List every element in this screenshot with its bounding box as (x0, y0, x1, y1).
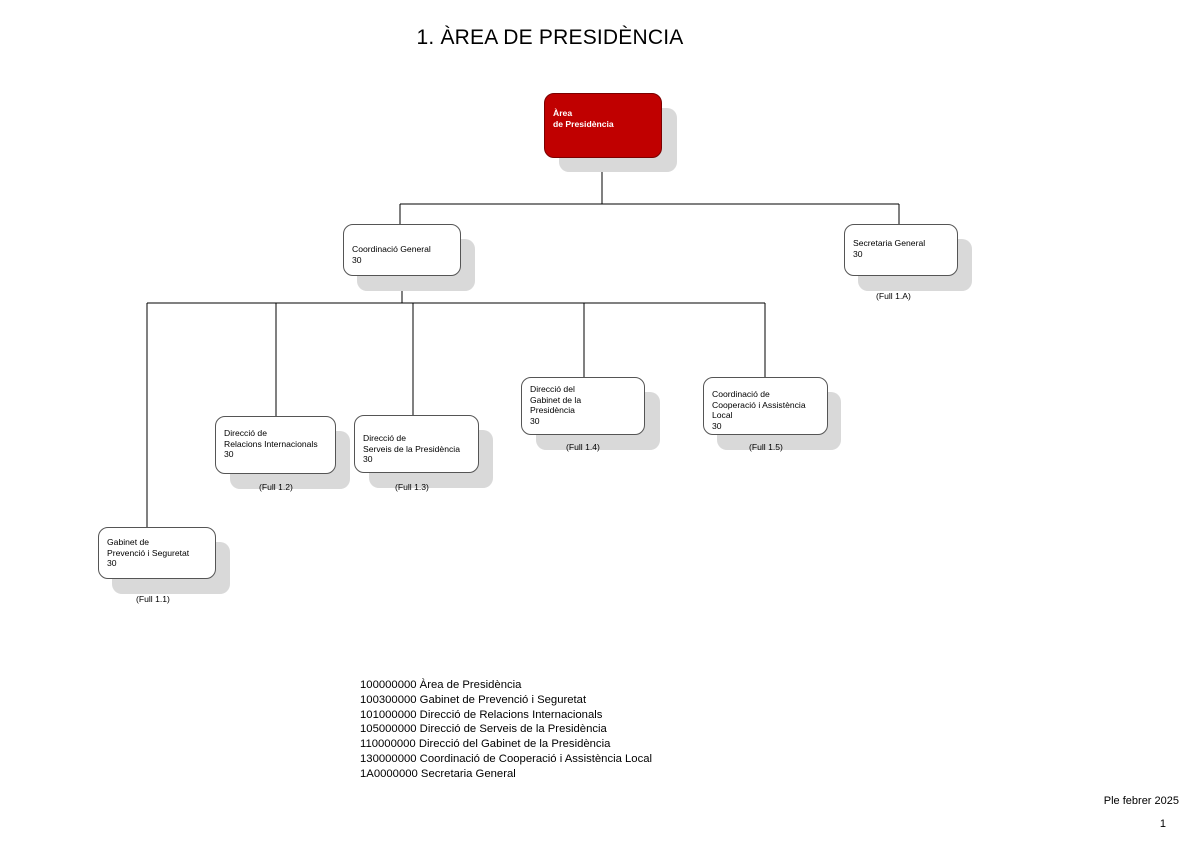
node-name: Secretaria General (853, 238, 926, 248)
node-gabinet-prevencio[interactable]: Gabinet de Prevenció i Seguretat 30 (98, 527, 216, 579)
sheet-reference: (Full 1.1) (136, 594, 170, 604)
sheet-reference: (Full 1.3) (395, 482, 429, 492)
node-name: Direcció del Gabinet de la Presidència (530, 384, 582, 416)
node-name: Àrea de Presidència (553, 108, 614, 129)
node-serveis-presidencia[interactable]: Direcció de Serveis de la Presidència 30 (354, 415, 479, 473)
sheet-reference: (Full 1.A) (876, 291, 911, 301)
node-name: Coordinació de Cooperació i Assistència … (712, 389, 806, 421)
legend-item: 1A0000000 Secretaria General (360, 767, 516, 780)
sheet-reference: (Full 1.4) (566, 442, 600, 452)
node-name: Direcció de Serveis de la Presidència (363, 433, 460, 454)
node-gabinet-presidencia[interactable]: Direcció del Gabinet de la Presidència 3… (521, 377, 645, 435)
legend-item: 105000000 Direcció de Serveis de la Pres… (360, 723, 607, 736)
node-name: Coordinació General (352, 244, 431, 254)
legend-item: 130000000 Coordinació de Cooperació i As… (360, 752, 653, 765)
node-value: 30 (530, 415, 540, 426)
node-name: Gabinet de Prevenció i Seguretat (107, 537, 190, 558)
sheet-reference: (Full 1.5) (749, 442, 783, 452)
node-relacions-internacionals[interactable]: Direcció de Relacions Internacionals 30 (215, 416, 336, 474)
legend-item: 100300000 Gabinet de Prevenció i Seguret… (360, 693, 587, 706)
footer-date: Ple febrer 2025 (1103, 795, 1179, 807)
node-secretaria-general[interactable]: Secretaria General 30 (844, 224, 958, 276)
node-name: Direcció de Relacions Internacionals (224, 428, 318, 449)
node-cooperacio[interactable]: Coordinació de Cooperació i Assistència … (703, 377, 828, 435)
node-value: 30 (363, 454, 373, 465)
page-title: 1. ÀREA DE PRESIDÈNCIA (416, 26, 684, 49)
legend-item: 100000000 Àrea de Presidència (360, 679, 522, 691)
node-value: 30 (853, 248, 863, 259)
node-value: 30 (352, 254, 362, 265)
code-legend: 100000000 Àrea de Presidència 100300000 … (360, 678, 652, 782)
legend-item: 101000000 Direcció de Relacions Internac… (360, 708, 603, 721)
node-coordinacio-general[interactable]: Coordinació General 30 (343, 224, 461, 276)
node-value: 30 (712, 420, 722, 431)
page-number: 1 (1159, 818, 1166, 830)
node-value: 30 (224, 449, 234, 460)
legend-item: 110000000 Direcció del Gabinet de la Pre… (360, 738, 611, 751)
node-value: 30 (107, 558, 117, 569)
node-area-presidencia[interactable]: Àrea de Presidència (544, 93, 662, 158)
sheet-reference: (Full 1.2) (259, 482, 293, 492)
